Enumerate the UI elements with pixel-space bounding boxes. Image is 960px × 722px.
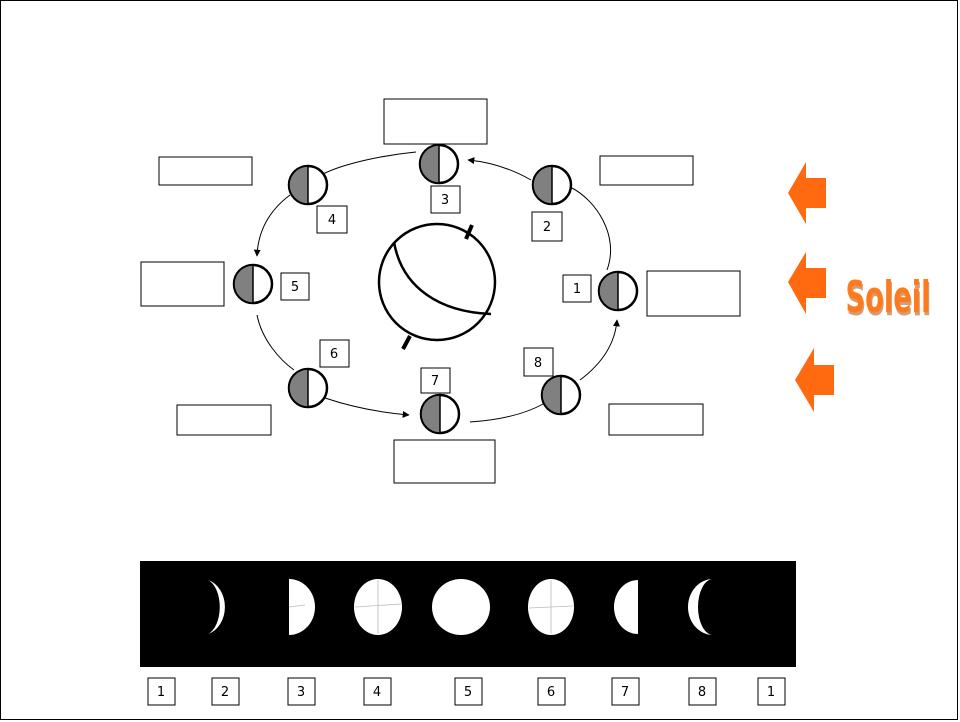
orbit-arrows [253,151,620,423]
strip-number: 6 [547,685,555,700]
answer-box[interactable] [176,404,272,436]
answer-box[interactable] [608,403,704,436]
moon-phase-icon [419,393,461,435]
orbit-number: 6 [330,347,338,362]
orbit-number: 7 [431,374,439,389]
answer-box[interactable] [158,156,253,186]
sun-arrow-icon [788,162,826,224]
phase-strip-moons [208,579,713,635]
orbit-number: 8 [534,356,542,371]
moon-phase-icon [208,580,225,634]
moon-phase-icon [287,367,329,409]
moon-phase-icon [289,579,315,635]
orbit-arrow-icon [469,403,544,423]
orbit-arrow-icon [256,314,295,371]
orbit-number: 1 [573,282,581,297]
orbit-arrow-icon [579,319,620,381]
moon-phase-icon [540,374,582,416]
answer-box[interactable] [383,98,488,145]
orbit-number: 5 [291,280,299,295]
strip-number: 2 [221,685,229,700]
moon-phase-icon [614,580,638,634]
orbit-arrow-icon [322,151,417,175]
sun-arrow-icon [795,348,834,412]
moon-phase-icon [232,263,274,305]
strip-number-boxes: 1 2 3 4 5 6 7 8 1 [147,677,786,706]
moon-phase-icon [597,270,639,312]
orbit-arrow-icon [467,157,532,181]
moon-phase-icon [354,579,402,635]
moon-phase-icon [528,579,574,635]
answer-box[interactable] [646,270,741,317]
orbit-arrow-icon [571,187,612,271]
moon-phase-icon [432,579,490,635]
orbit-number: 3 [441,193,449,208]
earth-icon [377,222,497,350]
strip-number: 4 [373,685,381,700]
strip-number: 5 [464,685,472,700]
answer-box[interactable] [140,261,225,307]
strip-number: 8 [698,685,706,700]
moon-phase-icon [418,143,460,185]
orbit-number: 2 [543,220,551,235]
orbit-moons [232,143,639,435]
moon-phase-icon [531,164,573,206]
orbit-arrow-icon [324,397,410,418]
orbit-arrow-icon [253,194,291,257]
sun-label: Soleil [846,271,931,323]
strip-number: 7 [621,685,629,700]
orbit-number-boxes: 1 2 3 4 5 6 7 8 [280,185,592,394]
strip-number: 3 [297,685,305,700]
strip-number: 1 [157,685,165,700]
strip-number: 1 [767,685,775,700]
sun-arrow-icon [788,252,826,314]
sun-arrows [788,162,834,412]
answer-box[interactable] [393,439,496,484]
answer-box[interactable] [599,155,694,186]
orbit-number: 4 [328,213,336,228]
moon-phase-icon [287,164,329,206]
moon-phase-icon [688,579,713,635]
answer-boxes [140,98,741,484]
